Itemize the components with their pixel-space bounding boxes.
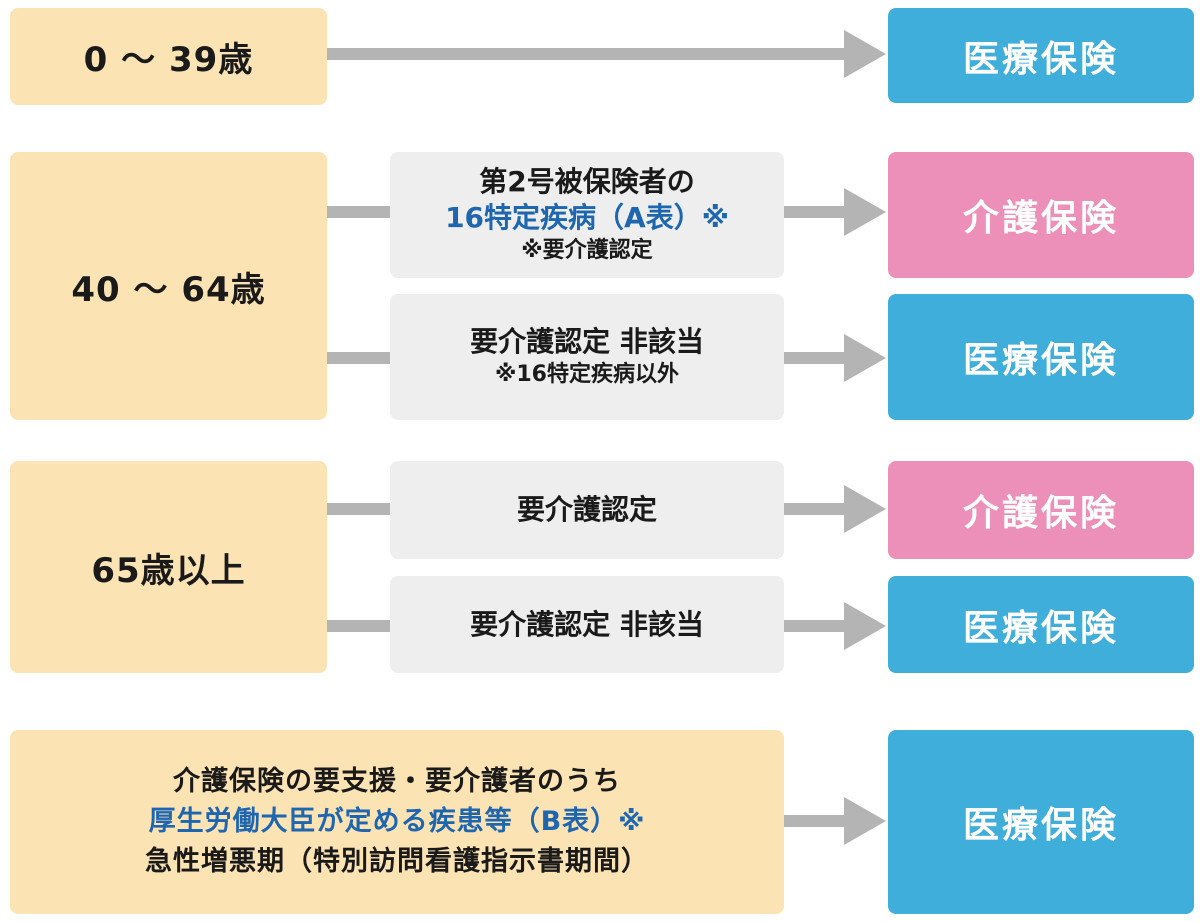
insurance-box-medical: 医療保険 [888, 294, 1194, 420]
connector-arrow-line [784, 503, 847, 515]
connector-arrow-line [784, 815, 847, 827]
condition-text: 介護保険の要支援・要介護者のうち [173, 766, 621, 797]
insurance-box-medical: 医療保険 [888, 730, 1194, 914]
insurance-label: 医療保険 [962, 607, 1119, 649]
condition-box-not-applicable: 要介護認定 非該当 ※16特定疾病以外 [390, 294, 784, 420]
connector-arrow-head [844, 30, 886, 78]
condition-text: 要介護認定 [516, 493, 657, 526]
condition-text: 急性増悪期（特別訪問看護指示書期間） [145, 846, 649, 877]
connector-arrow-head [844, 797, 886, 845]
condition-box-care-recipient-acute: 介護保険の要支援・要介護者のうち 厚生労働大臣が定める疾患等（B表）※ 急性増悪… [10, 730, 784, 914]
connector-arrow-line [784, 206, 847, 218]
condition-note: ※要介護認定 [521, 238, 653, 263]
insurance-label: 介護保険 [962, 198, 1119, 239]
age-box-40-64: 40 〜 64歳 [10, 152, 327, 420]
connector-arrow-head [844, 188, 886, 236]
condition-highlight-text: 16特定疾病（A表）※ [445, 201, 729, 234]
connector-arrow-line [327, 48, 847, 60]
insurance-box-care: 介護保険 [888, 152, 1194, 278]
condition-text: 第2号被保険者の [479, 165, 695, 198]
connector-arrow-line [784, 620, 847, 632]
condition-box-not-applicable: 要介護認定 非該当 [390, 576, 784, 673]
insurance-label: 介護保険 [962, 493, 1119, 534]
connector-line [327, 206, 390, 218]
age-box-65-plus: 65歳以上 [10, 461, 327, 673]
condition-highlight-text: 厚生労働大臣が定める疾患等（B表）※ [148, 806, 646, 837]
condition-box-specified-disease: 第2号被保険者の 16特定疾病（A表）※ ※要介護認定 [390, 152, 784, 278]
connector-arrow-head [844, 602, 886, 650]
insurance-label: 医療保険 [962, 805, 1119, 846]
condition-note: ※16特定疾病以外 [494, 362, 679, 387]
connector-line [327, 620, 390, 632]
connector-arrow-line [784, 352, 847, 364]
condition-box-care-certified: 要介護認定 [390, 461, 784, 559]
insurance-box-medical: 医療保険 [888, 576, 1194, 673]
age-box-0-39: 0 〜 39歳 [10, 8, 327, 105]
insurance-label: 医療保険 [962, 340, 1119, 381]
age-label: 65歳以上 [91, 550, 246, 591]
connector-arrow-head [844, 485, 886, 533]
insurance-box-medical: 医療保険 [888, 8, 1194, 103]
insurance-label: 医療保険 [962, 38, 1119, 80]
condition-text: 要介護認定 非該当 [470, 607, 704, 641]
condition-text: 要介護認定 非該当 [470, 325, 704, 358]
connector-arrow-head [844, 334, 886, 382]
age-label: 40 〜 64歳 [71, 269, 266, 310]
insurance-box-care: 介護保険 [888, 461, 1194, 559]
age-label: 0 〜 39歳 [83, 40, 254, 80]
connector-line [327, 503, 390, 515]
connector-line [327, 352, 390, 364]
